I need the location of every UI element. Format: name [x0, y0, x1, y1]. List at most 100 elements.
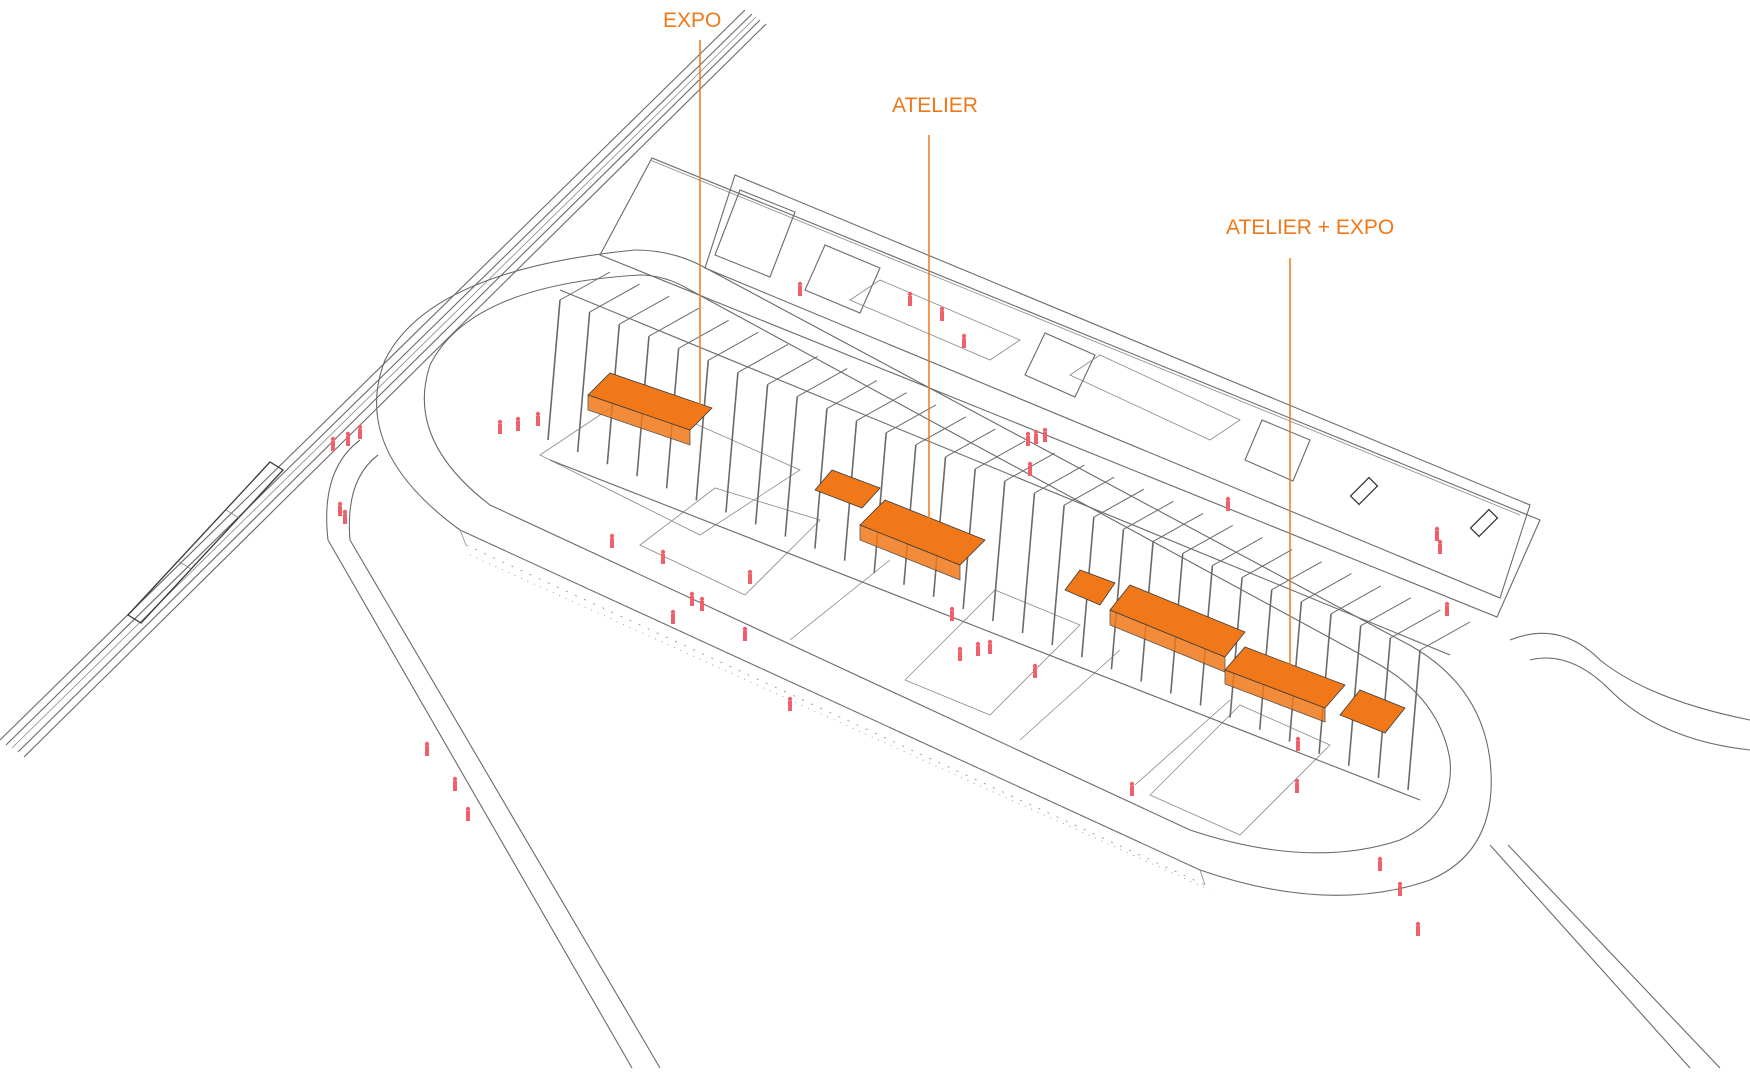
person-figure: [1042, 427, 1048, 442]
person-figure: [961, 333, 967, 348]
person-figure: [452, 776, 458, 791]
person-figure: [1027, 461, 1033, 476]
frame-column: [1229, 577, 1243, 718]
frame-beam: [1360, 597, 1411, 627]
frame-beam: [648, 307, 700, 337]
people-figures: [330, 281, 1450, 936]
frame-column: [784, 396, 799, 537]
frame-beam: [1330, 585, 1382, 615]
frame-beam: [856, 392, 907, 422]
person-figure: [742, 626, 748, 641]
person-figure: [342, 509, 348, 524]
frame-beam: [1152, 512, 1204, 542]
frame-column: [754, 384, 769, 525]
atelier-expo-volume-1-side: [1224, 669, 1326, 723]
frame-column: [1110, 529, 1125, 670]
train: [126, 461, 285, 624]
person-figure: [1129, 781, 1135, 796]
atelier-label: ATELIER: [892, 94, 978, 117]
frame-beam: [1093, 488, 1145, 518]
frame-beam: [974, 440, 1026, 470]
frame-beam: [826, 380, 878, 410]
frame-column: [695, 360, 710, 501]
frame-beam: [1182, 525, 1234, 554]
frame-beam: [1301, 573, 1352, 603]
person-figure: [1434, 526, 1440, 541]
atelier-expo-label: ATELIER + EXPO: [1226, 216, 1394, 239]
frame-beam: [796, 368, 848, 397]
frame-beam: [1241, 549, 1293, 579]
person-figure: [337, 501, 343, 516]
person-figure: [1033, 429, 1039, 444]
person-figure: [797, 281, 803, 296]
frame-column: [873, 432, 888, 573]
person-figure: [747, 569, 753, 584]
frame-beam: [1212, 537, 1263, 566]
frame-column: [1021, 493, 1036, 634]
frame-beam: [1271, 561, 1322, 591]
person-figure: [1397, 881, 1403, 896]
frame-beam: [1063, 476, 1115, 506]
frame-beam: [767, 356, 818, 385]
person-figure: [1415, 921, 1421, 936]
person-figure: [689, 591, 695, 606]
person-figure: [1025, 431, 1031, 446]
person-figure: [345, 431, 351, 446]
frame-column: [576, 312, 591, 453]
person-figure: [465, 806, 471, 821]
zone-labels: EXPO ATELIER ATELIER + EXPO: [663, 9, 1394, 239]
person-figure: [787, 696, 793, 711]
racetrack-platform: [376, 249, 1492, 896]
frame-column: [1407, 649, 1421, 791]
leader-lines: [699, 40, 1291, 665]
person-figure: [1295, 736, 1301, 751]
person-figure: [497, 419, 503, 434]
frame-beam: [737, 343, 789, 373]
program-volumes: [587, 372, 1406, 734]
person-figure: [357, 424, 363, 439]
person-figure: [515, 416, 521, 431]
upper-building: [704, 174, 1531, 599]
person-figure: [1377, 856, 1383, 871]
expo-volume-side: [587, 394, 691, 446]
frame-beam: [1419, 621, 1471, 651]
person-figure: [987, 639, 993, 654]
expo-label: EXPO: [663, 9, 721, 32]
atelier-volume-side: [859, 524, 961, 581]
person-figure: [975, 641, 981, 656]
person-figure: [699, 596, 705, 611]
atelier-row-volume-1: [1064, 569, 1116, 606]
person-figure: [1444, 601, 1450, 616]
frame-beam: [1390, 609, 1441, 639]
person-figure: [424, 741, 430, 756]
frame-beam: [1123, 500, 1174, 530]
platform-piles: [469, 554, 1211, 891]
frame-beam: [708, 331, 759, 361]
frame-column: [1051, 505, 1065, 646]
frame-beam: [589, 283, 640, 313]
person-figure: [609, 533, 615, 548]
atelier-small-volume: [814, 469, 881, 509]
frame-column: [725, 372, 739, 513]
atelier-expo-volume-2: [1339, 689, 1406, 734]
person-figure: [1294, 778, 1300, 793]
person-figure: [1225, 496, 1231, 511]
frame-beam: [945, 428, 996, 458]
frame-beam: [1034, 464, 1085, 494]
person-figure: [949, 606, 955, 621]
access-roads: [326, 439, 1750, 1069]
ground-slabs: [539, 394, 1331, 836]
person-figure: [660, 549, 666, 564]
person-figure: [907, 291, 913, 306]
frame-beam: [885, 404, 937, 434]
frame-column: [992, 480, 1006, 622]
railway-tracks: [0, 9, 767, 758]
person-figure: [330, 436, 336, 451]
frame-beam: [678, 319, 729, 349]
person-figure: [670, 609, 676, 624]
person-figure: [535, 411, 541, 426]
person-figure: [957, 646, 963, 661]
structural-frames: [547, 271, 1471, 801]
person-figure: [1437, 539, 1443, 554]
